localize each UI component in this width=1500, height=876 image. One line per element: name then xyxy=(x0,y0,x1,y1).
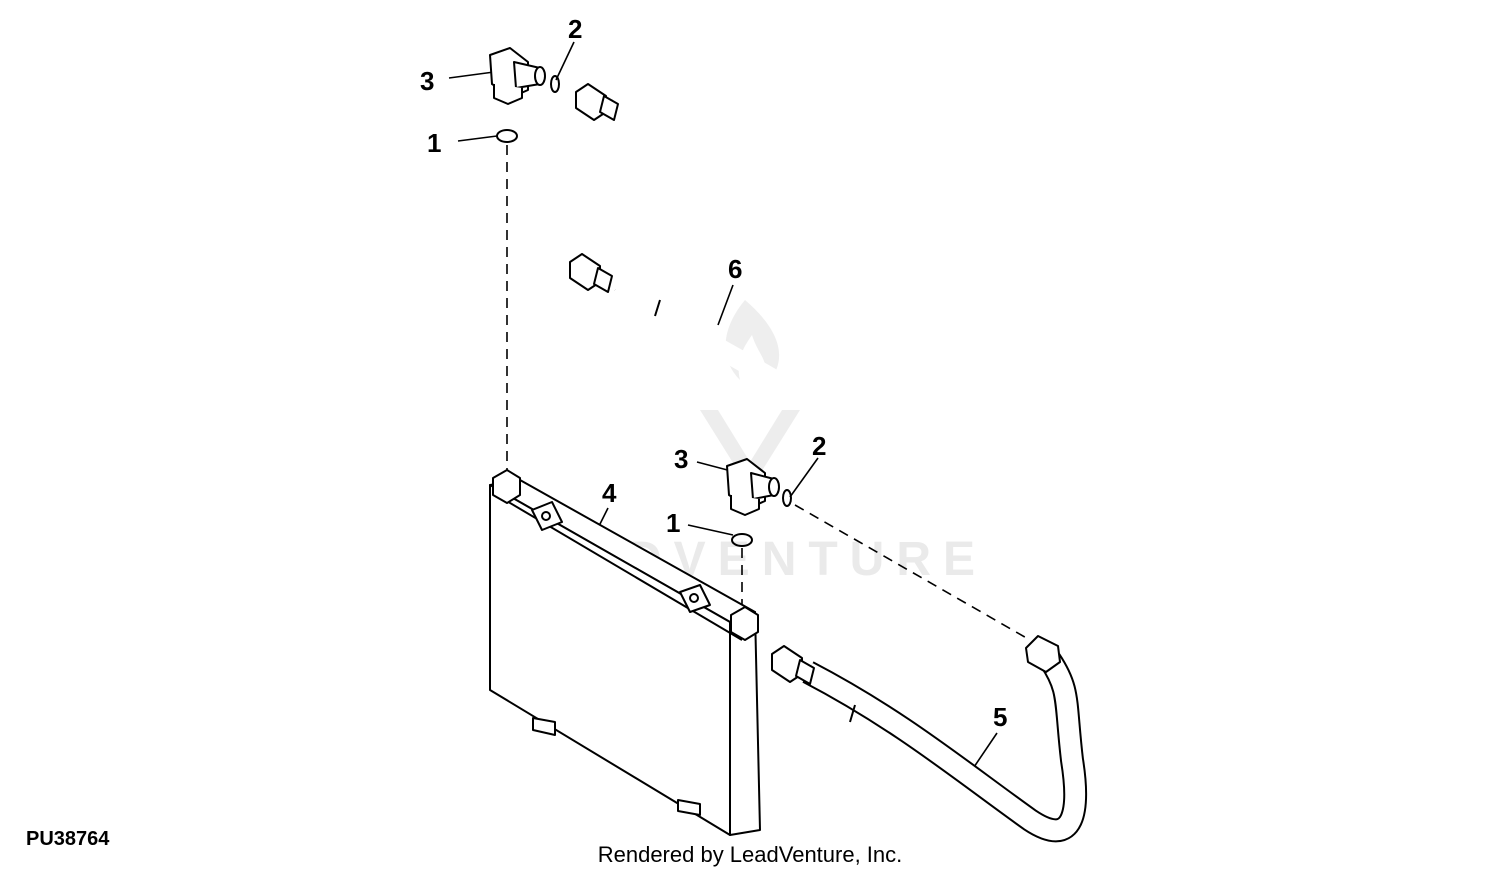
watermark-v-icon xyxy=(700,410,800,490)
cooler-port-bottom xyxy=(730,606,759,641)
callout-1-bottom: 1 xyxy=(666,508,680,538)
o-ring-2-bottom xyxy=(782,489,792,507)
elbow-fitting-bottom xyxy=(726,458,780,516)
lower-hose xyxy=(771,635,1088,843)
hose6-band xyxy=(654,299,661,317)
leader-5 xyxy=(971,732,998,771)
cooler-side-face xyxy=(729,611,761,836)
callout-4: 4 xyxy=(602,478,617,508)
callout-5: 5 xyxy=(993,702,1007,732)
cooler-bracket-top-hole xyxy=(541,511,551,521)
callout-3-bottom: 3 xyxy=(674,444,688,474)
cooler-bracket-bottom-hole xyxy=(689,593,699,603)
cooler-port-top xyxy=(492,469,521,504)
leader-2-top xyxy=(555,41,575,81)
leader-6 xyxy=(717,284,734,326)
cooler-bracket-bottom xyxy=(679,584,711,613)
figure-id: PU38764 xyxy=(26,828,110,850)
assembly-lines xyxy=(506,145,1031,641)
dashed-line-hose5 xyxy=(794,504,1031,641)
cooler-tab-1 xyxy=(532,717,556,736)
cooler-bracket-top xyxy=(531,501,563,531)
oil-cooler xyxy=(489,469,761,836)
o-ring-bottom xyxy=(731,533,753,547)
render-credit: Rendered by LeadVenture, Inc. xyxy=(597,842,903,867)
callout-2-bottom: 2 xyxy=(812,431,826,461)
callout-3-top: 3 xyxy=(420,66,434,96)
leader-1-top xyxy=(457,135,498,142)
o-ring-top xyxy=(496,129,518,143)
callout-2-top: 2 xyxy=(568,14,582,44)
cooler-tab-2 xyxy=(677,799,701,816)
upper-hose xyxy=(569,83,909,448)
elbow-fitting-top xyxy=(489,47,546,105)
leader-3-top xyxy=(448,71,495,79)
leader-1-bottom xyxy=(687,524,734,536)
o-ring-2-top xyxy=(550,75,560,93)
callout-1-top: 1 xyxy=(427,128,441,158)
callout-6: 6 xyxy=(728,254,742,284)
leader-2-bottom xyxy=(789,457,819,498)
